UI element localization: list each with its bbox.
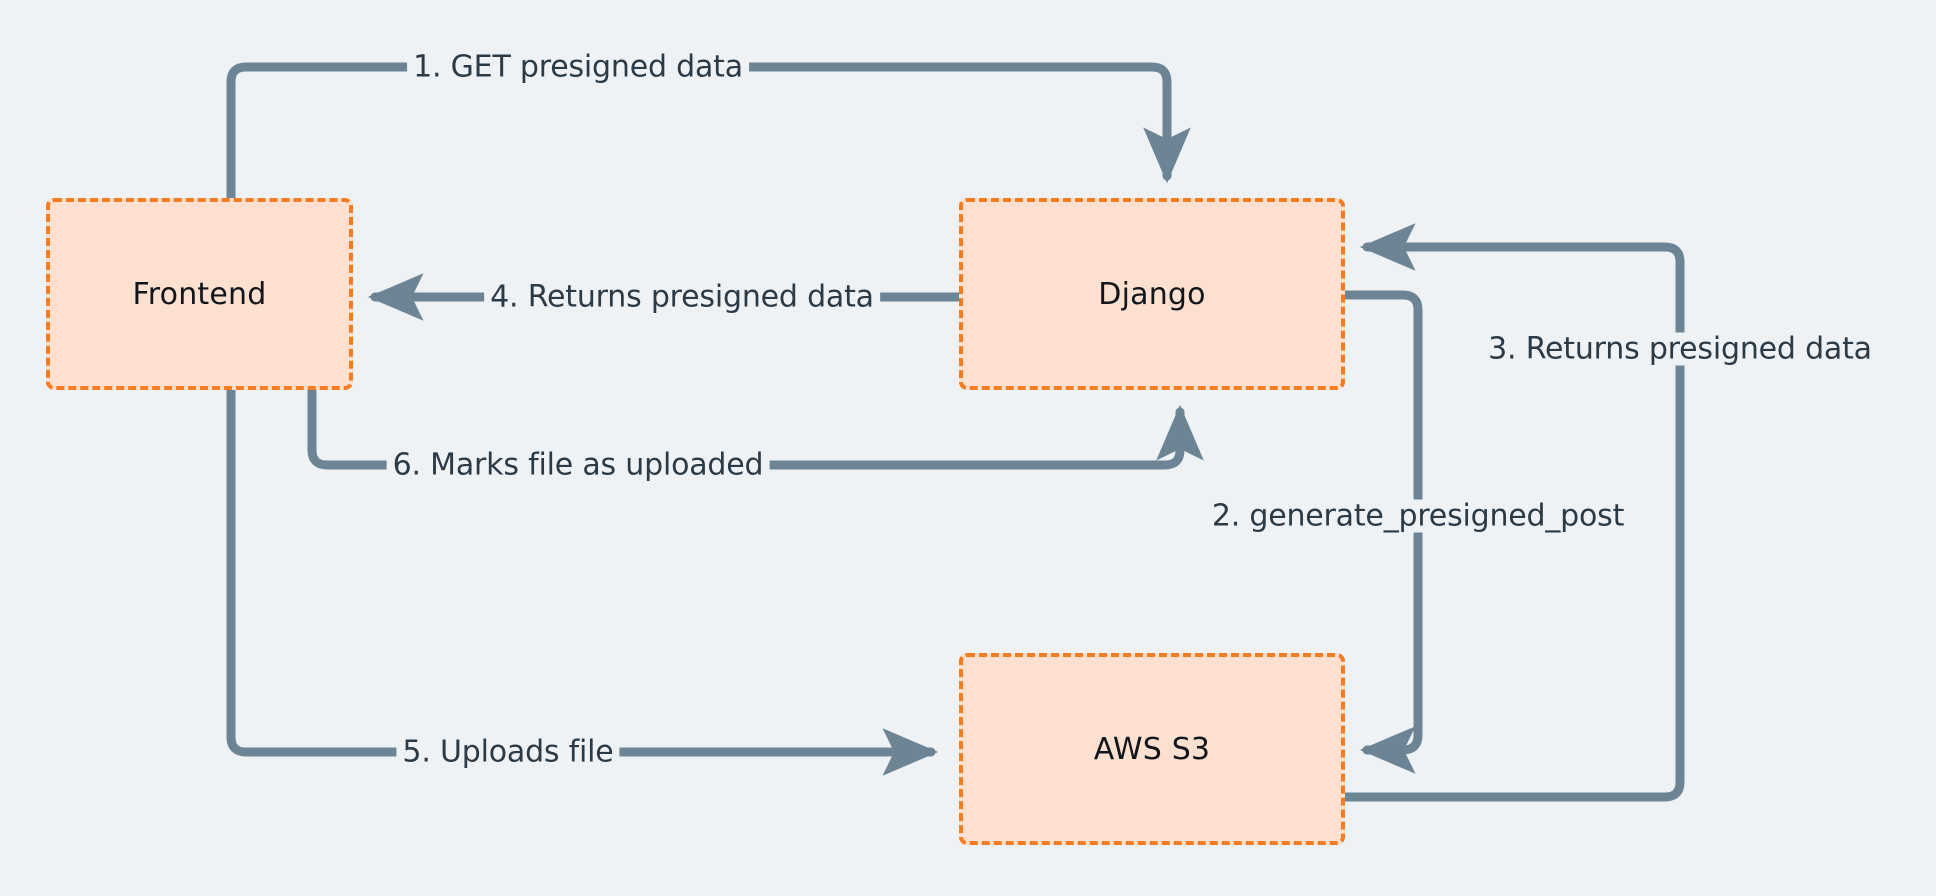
edge-1-path	[226, 62, 1191, 203]
node-aws-s3[interactable]: AWS S3	[959, 653, 1345, 845]
edge-label-6: 6. Marks file as uploaded	[386, 448, 770, 482]
edge-label-2: 2. generate_presigned_post	[1205, 499, 1631, 533]
node-django[interactable]: Django	[959, 198, 1345, 390]
edge-label-5: 5. Uploads file	[396, 735, 620, 769]
edge-label-4: 4. Returns presigned data	[484, 280, 880, 314]
node-django-label: Django	[1098, 276, 1206, 312]
node-frontend[interactable]: Frontend	[46, 198, 353, 390]
node-frontend-label: Frontend	[132, 276, 267, 312]
edge-label-3: 3. Returns presigned data	[1482, 332, 1878, 366]
edge-3-path	[1340, 223, 1685, 802]
edge-5-path	[226, 385, 939, 776]
edge-label-1: 1. GET presigned data	[407, 50, 749, 84]
node-aws-s3-label: AWS S3	[1093, 731, 1211, 767]
